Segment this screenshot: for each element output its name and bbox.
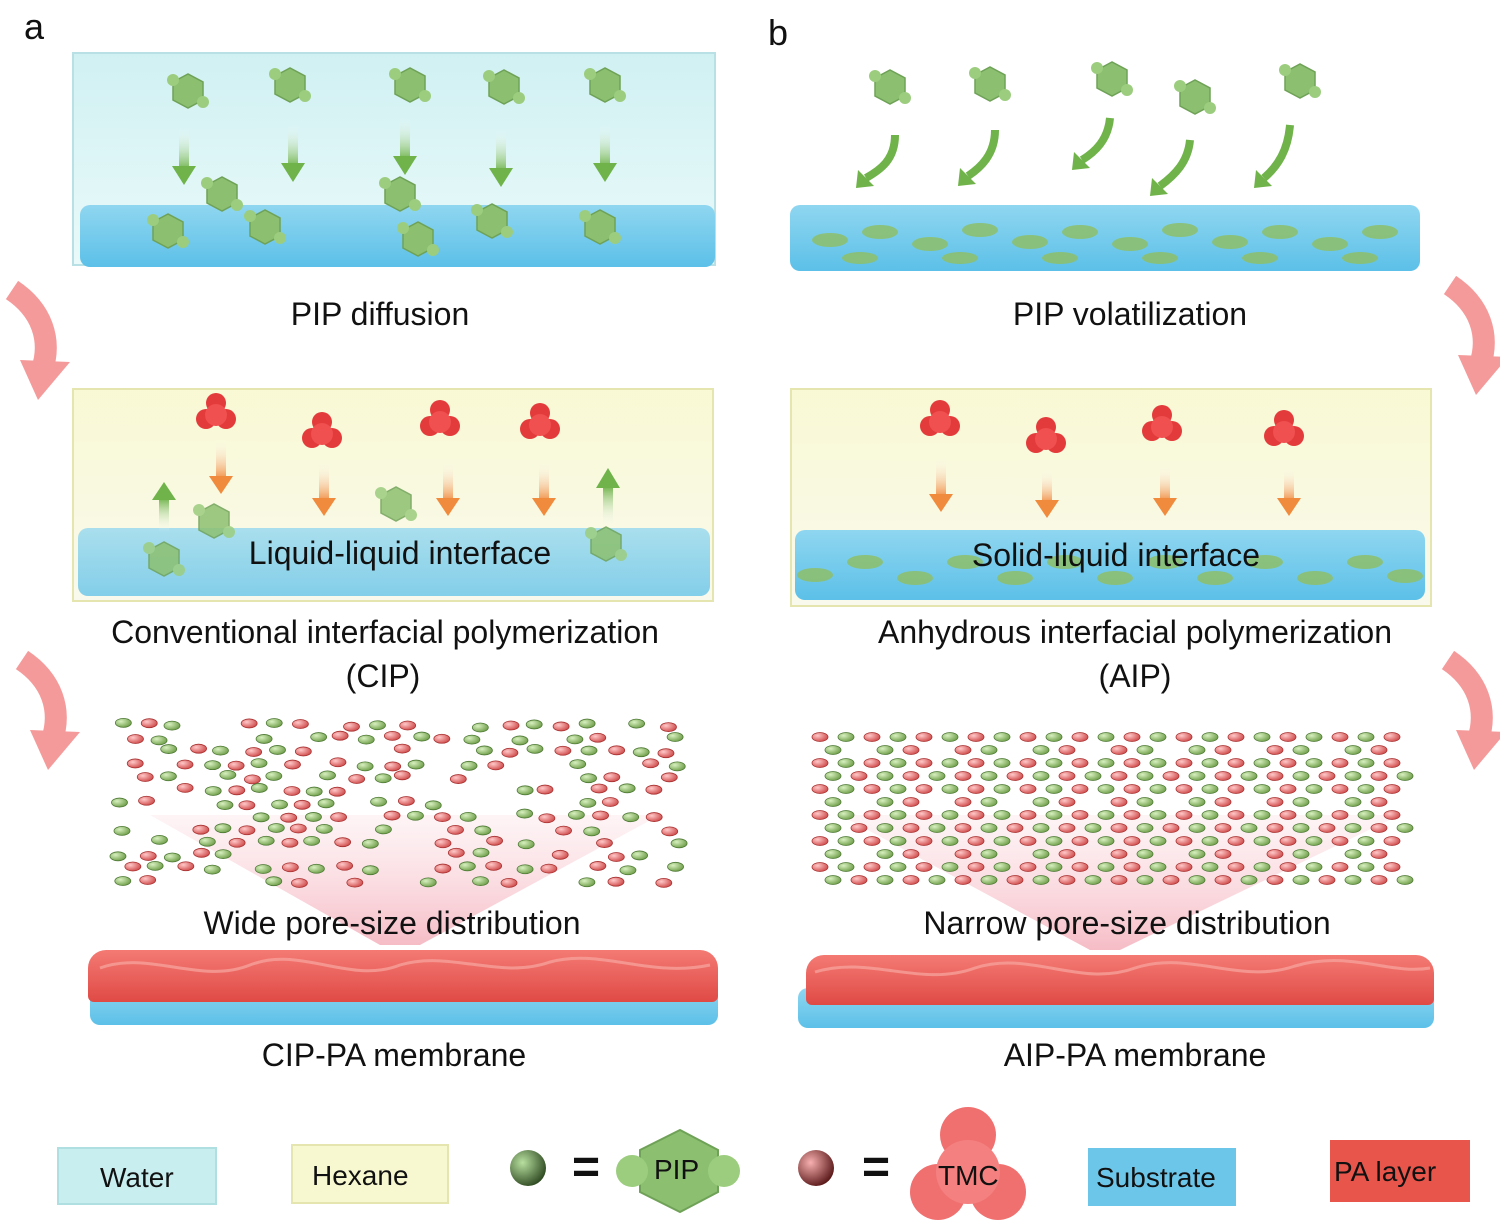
pa-layer-b <box>806 955 1434 1005</box>
pip-up-arrows-a <box>152 468 620 532</box>
tmc-molecules-b <box>920 400 1304 453</box>
legend-tmc-label: TMC <box>938 1160 999 1191</box>
legend-substrate-label: Substrate <box>1096 1162 1216 1193</box>
label-wide-distribution: Wide pore-size distribution <box>203 905 581 941</box>
tmc-molecules-a <box>196 393 560 448</box>
caption-cip-title: Conventional interfacial polymerization <box>111 614 659 650</box>
pip-layer-b-top <box>812 223 1398 264</box>
legend-equals-pip: = <box>572 1141 601 1194</box>
caption-pip-diffusion: PIP diffusion <box>290 296 470 332</box>
polymer-network-a <box>109 717 688 888</box>
tmc-arrows-b <box>929 458 1301 518</box>
flow-arrow-a-2 <box>22 660 80 770</box>
flow-arrow-b-2 <box>1448 660 1500 770</box>
diffusion-arrows-a <box>172 118 617 187</box>
caption-cip-pa-membrane: CIP-PA membrane <box>261 1037 527 1073</box>
flow-arrow-a-1 <box>12 290 70 400</box>
legend-tmc-ball <box>798 1150 834 1186</box>
panel-a-letter: a <box>24 6 45 47</box>
pip-molecules-b-top <box>868 61 1322 115</box>
legend-equals-tmc: = <box>862 1141 891 1194</box>
pip-layer-b-mid <box>797 555 1423 585</box>
caption-aip-title: Anhydrous interfacial polymerization <box>877 614 1393 650</box>
substrate-b-mid <box>795 530 1425 600</box>
legend-pip-ball <box>510 1150 546 1186</box>
legend-pip-molecule <box>616 1128 740 1214</box>
label-liquid-liquid-interface: Liquid-liquid interface <box>248 535 552 571</box>
flow-arrow-b-1 <box>1450 285 1500 395</box>
substrate-b-top <box>790 205 1420 271</box>
legend-substrate-swatch <box>1088 1148 1236 1206</box>
volatilization-arrows-b <box>864 117 1294 190</box>
volatilization-arrowheads-b <box>856 152 1272 196</box>
legend-hexane-label: Hexane <box>312 1160 409 1191</box>
caption-aip-pa-membrane: AIP-PA membrane <box>1003 1037 1267 1073</box>
legend-pa-label: PA layer <box>1334 1156 1437 1187</box>
legend-water-label: Water <box>100 1162 174 1193</box>
polymer-network-b <box>811 732 1414 885</box>
pa-waves <box>99 956 1431 977</box>
label-solid-liquid-interface: Solid-liquid interface <box>971 537 1261 573</box>
caption-aip-abbrev: (AIP) <box>1098 658 1172 694</box>
label-narrow-distribution: Narrow pore-size distribution <box>923 905 1331 941</box>
legend-water-swatch <box>57 1147 217 1205</box>
caption-pip-volatilization: PIP volatilization <box>1012 296 1248 332</box>
legend-pa-swatch <box>1330 1140 1470 1202</box>
legend-pip-label: PIP <box>654 1154 700 1185</box>
legend-hexane-swatch <box>291 1144 449 1204</box>
pa-layer-a <box>88 950 718 1002</box>
legend-tmc-molecule <box>910 1107 1026 1220</box>
panel-b-letter: b <box>768 12 789 53</box>
pip-molecules-a-top <box>146 67 627 257</box>
caption-cip-abbrev: (CIP) <box>345 658 421 694</box>
tmc-arrows-a <box>209 440 556 516</box>
